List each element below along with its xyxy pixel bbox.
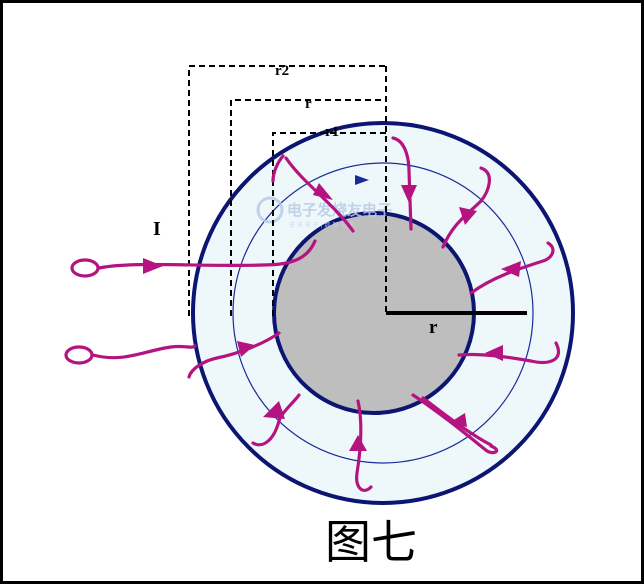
- arrow-turn-7: [449, 413, 467, 427]
- r1-bracket: [272, 132, 386, 316]
- watermark: 电子发烧友电子 进 讯 电 子 | 数 智 电 子: [256, 196, 392, 229]
- label-r1: r1: [325, 124, 339, 140]
- arrow-turn-9: [263, 401, 285, 419]
- turn-8: [355, 399, 373, 492]
- turn-2: [271, 154, 285, 183]
- lead-wire-top: [97, 239, 317, 270]
- turn-7: [411, 393, 499, 455]
- arrow-turn-10: [237, 341, 255, 357]
- label-r: r: [305, 96, 312, 112]
- lead-wire-bottom: [91, 344, 197, 360]
- label-core-radius: r: [429, 317, 438, 338]
- current-arrow: [143, 258, 163, 274]
- r-bracket: [230, 99, 386, 316]
- label-current: I: [153, 218, 161, 240]
- figure-caption: 图七: [325, 515, 417, 569]
- arrow-turn-5: [501, 261, 521, 277]
- turn-9: [251, 393, 301, 447]
- turn-5: [469, 241, 555, 295]
- winding-arrows: [143, 183, 521, 451]
- arrow-turn-3: [401, 185, 417, 203]
- label-r2: r2: [275, 63, 289, 79]
- turn-10: [187, 331, 281, 379]
- arrow-turn-4: [459, 207, 477, 225]
- toroid-diagram: 电子发烧友电子 进 讯 电 子 | 数 智 电 子: [64, 63, 575, 569]
- terminal-bottom: [64, 345, 94, 365]
- radius-markers: [188, 65, 387, 316]
- arrow-turn-8: [349, 435, 367, 451]
- arrow-turn-1: [313, 183, 333, 200]
- turn-4: [441, 166, 491, 249]
- watermark-main: 电子发烧友电子: [287, 201, 392, 219]
- r2-bracket: [188, 65, 386, 316]
- turn-3: [391, 136, 413, 231]
- arrow-turn-6: [485, 345, 503, 361]
- watermark-sub: 进 讯 电 子 | 数 智 电 子: [289, 221, 354, 229]
- toroid-winding: [64, 136, 560, 492]
- terminal-top: [70, 258, 100, 278]
- watermark-logo-icon: [256, 196, 284, 224]
- turn-6: [457, 341, 560, 365]
- field-direction-arrow: [355, 175, 369, 185]
- mean-field-line: [232, 162, 534, 464]
